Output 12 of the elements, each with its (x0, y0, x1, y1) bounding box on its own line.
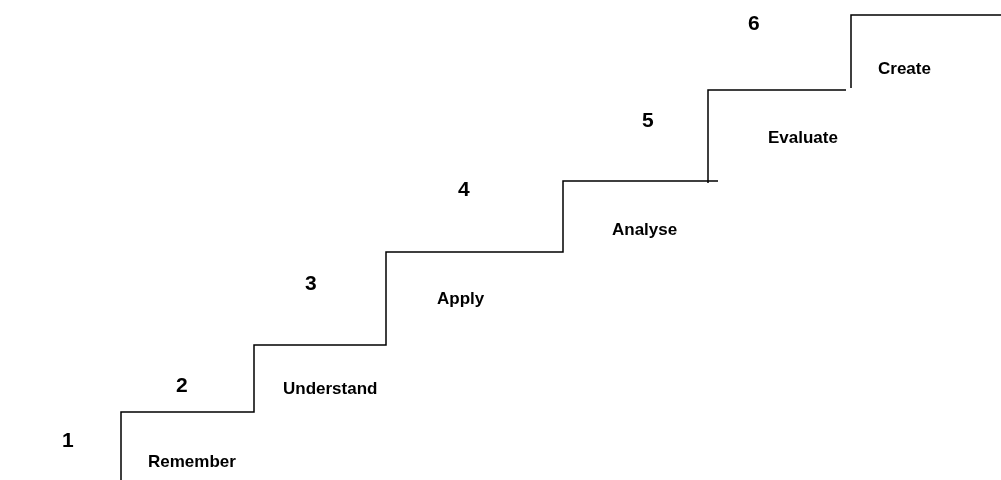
step-number: 2 (176, 374, 188, 395)
step-number: 5 (642, 109, 654, 130)
step-label: Analyse (612, 221, 678, 238)
step-number: 1 (62, 429, 74, 450)
step-number: 6 (748, 12, 760, 33)
step-label: Apply (437, 290, 485, 307)
step-label: Remember (148, 453, 236, 470)
step-number: 3 (305, 272, 317, 293)
step-label: Evaluate (768, 129, 838, 146)
step-label: Understand (283, 380, 378, 397)
step-number: 4 (458, 178, 470, 199)
step-label: Create (878, 60, 931, 77)
